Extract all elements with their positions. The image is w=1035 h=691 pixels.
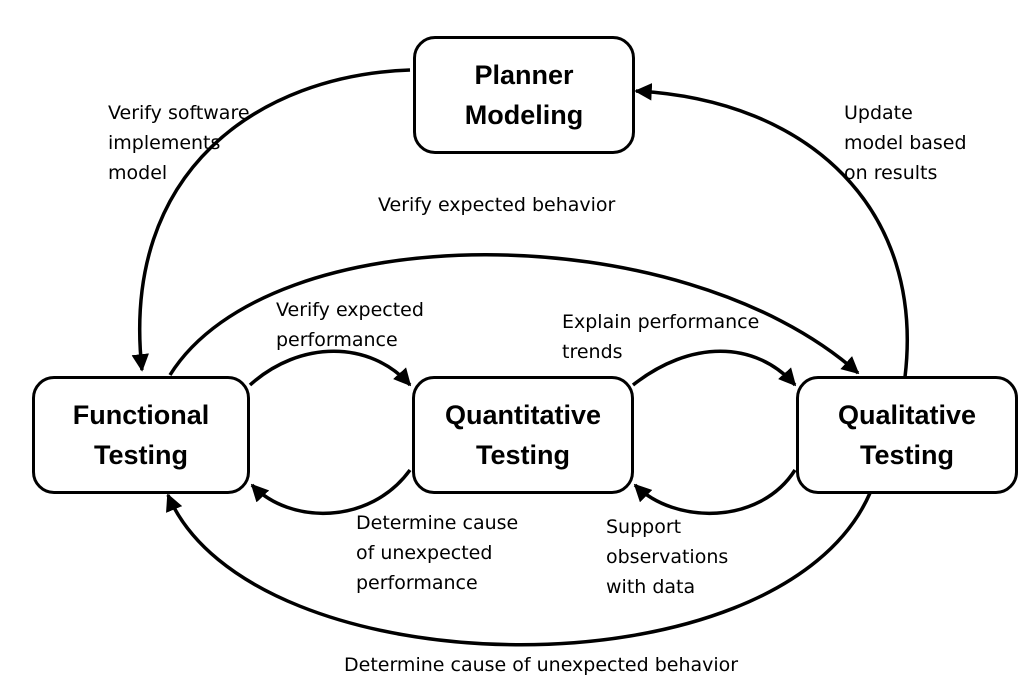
label-verify-behavior: Verify expected behavior [378,194,616,216]
node-subtitle: Modeling [464,100,584,130]
arrow-determine-behavior [166,492,872,647]
arrow-support-observations [633,469,797,516]
label-verify-software: Verify software implements model [108,102,250,184]
arrow-determine-performance [250,468,412,516]
node-functional-testing: Functional Testing [32,376,250,494]
node-title: Qualitative [837,400,977,430]
label-determine-behavior: Determine cause of unexpected behavior [344,654,739,676]
node-title: Functional [72,400,210,430]
arrow-verify-performance [248,349,412,387]
node-subtitle: Testing [859,440,954,470]
arrow-explain-trends [631,349,797,387]
node-quantitative-testing: Quantitative Testing [412,376,634,494]
label-verify-performance: Verify expected performance [276,299,424,351]
node-subtitle: Testing [476,440,570,470]
label-update-model: Update model based on results [844,102,967,184]
node-title: Quantitative [444,400,602,430]
node-planner-modeling: Planner Modeling [413,36,635,154]
arrow-update-model [634,83,909,378]
node-qualitative-testing: Qualitative Testing [796,376,1018,494]
label-explain-trends: Explain performance trends [562,311,760,363]
node-title: Planner [474,60,574,90]
arrow-verify-software [131,68,411,372]
label-determine-performance: Determine cause of unexpected performanc… [356,512,519,594]
node-subtitle: Testing [94,440,188,470]
label-support-observations: Support observations with data [606,516,729,598]
arrow-verify-behavior [168,253,860,376]
